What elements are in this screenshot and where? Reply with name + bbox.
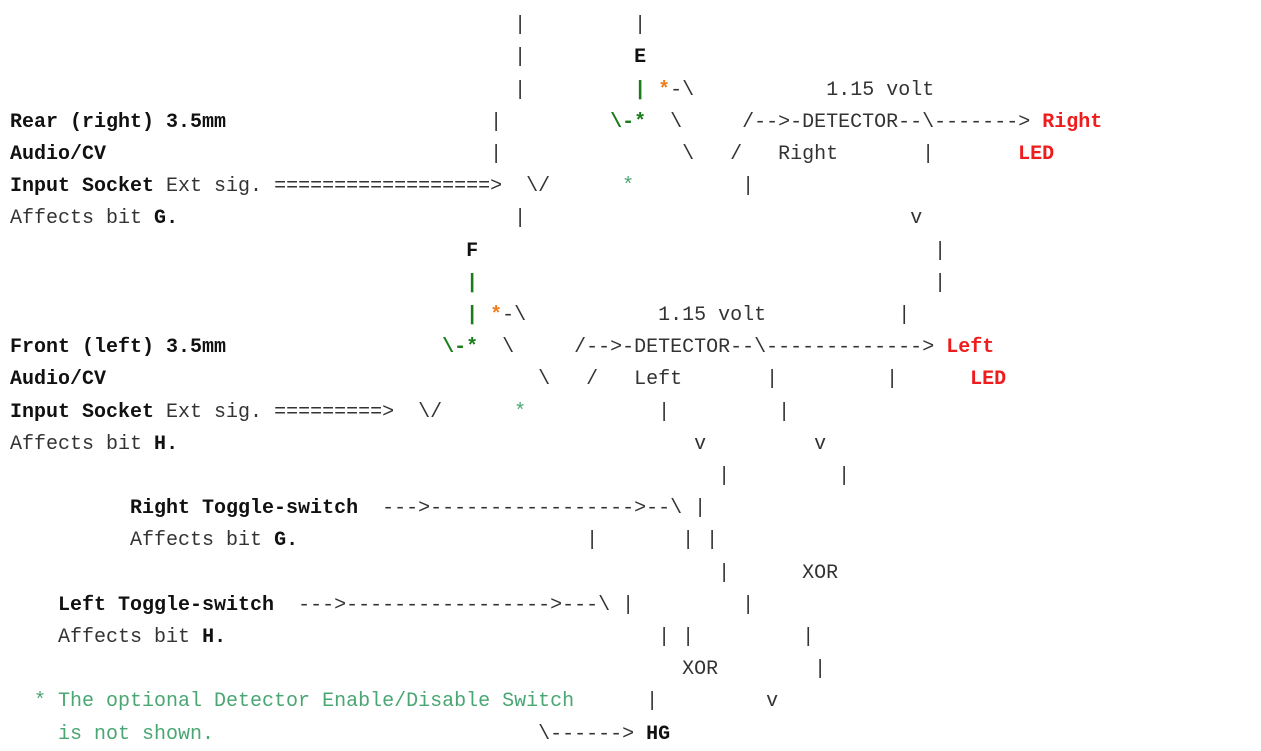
front-affects-period: . <box>166 432 179 456</box>
left-detector-note-mark: * <box>514 400 527 424</box>
left-detector-label: DETECTOR <box>634 336 731 360</box>
front-input-label-line1: Front (left) 3.5mm <box>10 336 227 360</box>
left-toggle-label: Left Toggle-switch <box>58 593 275 617</box>
right-toggle-period: . <box>286 529 299 553</box>
front-ext-sig-label: Ext sig. <box>166 400 263 424</box>
rear-input-socket-label: Input Socket <box>10 175 155 199</box>
left-led-label-line1: Left <box>946 336 995 360</box>
right-led-label-line1: Right <box>1042 110 1103 134</box>
front-input-socket-label: Input Socket <box>10 400 155 424</box>
output-hg-label: HG <box>646 722 671 746</box>
right-detector-voltage: 1.15 volt <box>826 78 935 102</box>
right-led-label-line2: LED <box>1018 143 1055 167</box>
left-led-label-line2: LED <box>970 368 1007 392</box>
right-detector-label: DETECTOR <box>802 110 899 134</box>
right-toggle-affects-prefix: Affects bit <box>130 529 263 553</box>
right-toggle-label: Right Toggle-switch <box>130 497 359 521</box>
right-xor-label: XOR <box>802 561 839 585</box>
right-detector-name: Right <box>778 143 839 167</box>
rear-input-label-line2: Audio/CV <box>10 143 107 167</box>
front-affects-bit: H <box>154 432 167 456</box>
signal-flow-diagram: /----<----/----------<-----------/ | | |… <box>10 0 1102 751</box>
right-detector-note-mark: * <box>622 175 635 199</box>
right-toggle-bit: G <box>274 529 287 553</box>
front-input-label-line2: Audio/CV <box>10 368 107 392</box>
rear-ext-sig-label: Ext sig. <box>166 175 263 199</box>
left-toggle-affects-prefix: Affects bit <box>58 626 191 650</box>
rear-affects-bit: G <box>154 207 167 231</box>
footnote-line2: is not shown. <box>58 722 215 746</box>
rear-affects-period: . <box>166 207 179 231</box>
left-detector-voltage: 1.15 volt <box>658 304 767 328</box>
gate-e-label: E <box>634 46 647 70</box>
rear-input-label-line1: Rear (right) 3.5mm <box>10 110 227 134</box>
left-detector-name: Left <box>634 368 683 392</box>
gate-f-label: F <box>466 239 479 263</box>
rear-affects-prefix: Affects bit <box>10 207 143 231</box>
front-affects-prefix: Affects bit <box>10 432 143 456</box>
left-toggle-bit: H <box>202 626 215 650</box>
left-xor-label: XOR <box>682 658 719 682</box>
footnote-line1: * The optional Detector Enable/Disable S… <box>34 690 575 714</box>
feedback-path-top: /----<----/----------<-----------/ <box>10 0 922 5</box>
feedback-path-line: | | <box>10 14 647 38</box>
left-toggle-period: . <box>214 626 227 650</box>
